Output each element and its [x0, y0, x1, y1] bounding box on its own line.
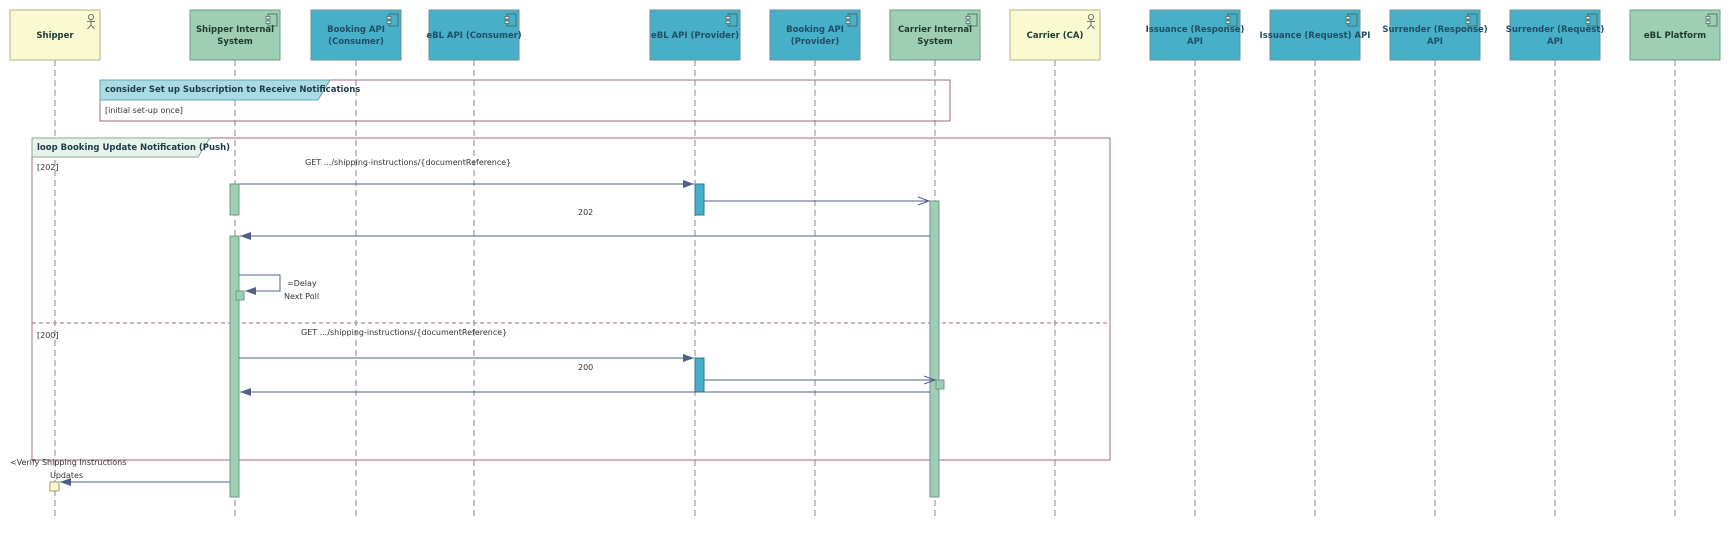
participant-label-surrender-response: Surrender (Response): [1382, 25, 1487, 35]
participant-label-carrier-ca: Carrier (CA): [1027, 31, 1084, 41]
shipper-internal-activation-2: [229, 235, 240, 498]
component-icon: [1345, 13, 1358, 27]
component-icon: [725, 13, 738, 27]
participant-label-surrender-request: Surrender (Request): [1506, 25, 1605, 35]
message-delay: [239, 274, 281, 292]
participant-booking-api-provider: Booking API (Provider): [769, 9, 861, 520]
shipper-internal-activation-1: [229, 183, 240, 216]
participant-label-ebl-api-provider: eBL API (Provider): [651, 31, 739, 41]
subscription-fragment: consider Set up Subscription to Receive …: [99, 79, 951, 122]
subscription-title: consider Set up Subscription to Receive …: [105, 85, 360, 95]
participant-box-carrier-internal: [889, 9, 981, 61]
message-forward-2-arrowhead: [923, 375, 937, 385]
guard-202: [202]: [37, 163, 59, 172]
component-icon: [1705, 13, 1718, 27]
ebl-provider-activation-1: [694, 183, 705, 216]
participant-box-carrier-ca: [1009, 9, 1101, 61]
participant-label-carrier-internal: Carrier Internal: [898, 25, 972, 35]
participant-label-shipper: Shipper: [36, 31, 74, 41]
participant-ebl-platform: eBL Platform: [1629, 9, 1721, 520]
participant-label-carrier-internal: System: [917, 37, 953, 47]
participant-label-issuance-response: Issuance (Response): [1146, 25, 1245, 35]
message-verify-arrowhead: [60, 478, 71, 486]
participant-box-booking-api-provider: [769, 9, 861, 61]
carrier-internal-activation-2: [935, 379, 945, 390]
participant-box-surrender-request: [1509, 9, 1601, 61]
component-icon: [504, 13, 517, 27]
participant-surrender-response: Surrender (Response) API: [1382, 9, 1488, 520]
component-icon: [1585, 13, 1598, 27]
participant-label-shipper-internal: Shipper Internal: [196, 25, 274, 35]
participant-label-shipper-internal: System: [217, 37, 253, 47]
participant-issuance-response: Issuance (Response) API: [1146, 9, 1245, 520]
participant-ebl-api-provider: eBL API (Provider): [649, 9, 741, 520]
participant-box-issuance-response: [1149, 9, 1241, 61]
delay-activation: [235, 290, 245, 301]
component-icon: [845, 13, 858, 27]
component-icon: [265, 13, 278, 27]
participant-box-surrender-response: [1389, 9, 1481, 61]
participant-label-booking-api-provider: Booking API: [786, 25, 844, 35]
participant-label-ebl-platform: eBL Platform: [1644, 31, 1706, 41]
participant-box-ebl-platform: [1629, 9, 1721, 61]
participant-label-surrender-request: API: [1547, 37, 1563, 47]
messages: GET .../shipping-instructions/{documentR…: [10, 158, 937, 486]
message-202-label: 202: [578, 208, 593, 217]
message-delay-label-2: Next Poll: [284, 292, 319, 301]
component-icon: [1465, 13, 1478, 27]
message-delay-arrowhead: [245, 287, 256, 295]
subscription-guard: [initial set-up once]: [105, 106, 183, 115]
shipper-activation: [49, 481, 60, 492]
ebl-provider-activation-2: [694, 357, 705, 393]
participant-label-issuance-response: API: [1187, 37, 1203, 47]
participant-label-booking-api-provider: (Provider): [791, 37, 840, 47]
loop-frame: [31, 137, 1111, 461]
subscription-tab: [99, 79, 331, 101]
message-200-arrowhead: [240, 388, 251, 396]
loop-tab: [31, 137, 211, 158]
participant-label-ebl-api-consumer: eBL API (Consumer): [426, 31, 521, 41]
message-delay-label-1: =Delay: [287, 279, 317, 288]
message-get-2-arrowhead: [683, 354, 694, 362]
message-get-2-label: GET .../shipping-instructions/{documentR…: [301, 328, 507, 337]
participant-booking-api-consumer: Booking API (Consumer): [310, 9, 402, 520]
actor-icon: [87, 13, 95, 30]
participant-surrender-request: Surrender (Request) API: [1506, 9, 1605, 520]
guard-200: [200]: [37, 331, 59, 340]
message-200-label: 200: [578, 363, 593, 372]
message-verify-label-1: <Verify Shipping Instructions: [10, 458, 126, 467]
component-icon: [1225, 13, 1238, 27]
message-get-1-arrowhead: [683, 180, 694, 188]
participant-box-ebl-api-consumer: [428, 9, 520, 61]
participant-issuance-request: Issuance (Request) API: [1260, 9, 1371, 520]
message-get-1-label: GET .../shipping-instructions/{documentR…: [305, 158, 511, 167]
loop-fragment: loop Booking Update Notification (Push) …: [31, 137, 1111, 461]
participant-label-issuance-request: Issuance (Request) API: [1260, 31, 1371, 41]
participant-box-issuance-request: [1269, 9, 1361, 61]
participant-label-booking-api-consumer: (Consumer): [328, 37, 384, 47]
participant-carrier-ca: Carrier (CA): [1009, 9, 1101, 520]
participant-shipper: Shipper: [9, 9, 101, 520]
participant-ebl-api-consumer: eBL API (Consumer): [426, 9, 522, 520]
carrier-internal-activation: [929, 200, 940, 498]
participant-box-ebl-api-provider: [649, 9, 741, 61]
activations: [49, 183, 945, 498]
participant-label-surrender-response: API: [1427, 37, 1443, 47]
message-202-arrowhead: [240, 232, 251, 240]
participant-box-shipper: [9, 9, 101, 61]
message-forward-1-arrowhead: [917, 196, 931, 206]
loop-title: loop Booking Update Notification (Push): [37, 143, 230, 153]
component-icon: [386, 13, 399, 27]
actor-icon: [1087, 13, 1095, 30]
component-icon: [965, 13, 978, 27]
participant-box-booking-api-consumer: [310, 9, 402, 61]
message-verify-label-2: Updates: [50, 471, 83, 480]
participant-box-shipper-internal: [189, 9, 281, 61]
participant-label-booking-api-consumer: Booking API: [327, 25, 385, 35]
